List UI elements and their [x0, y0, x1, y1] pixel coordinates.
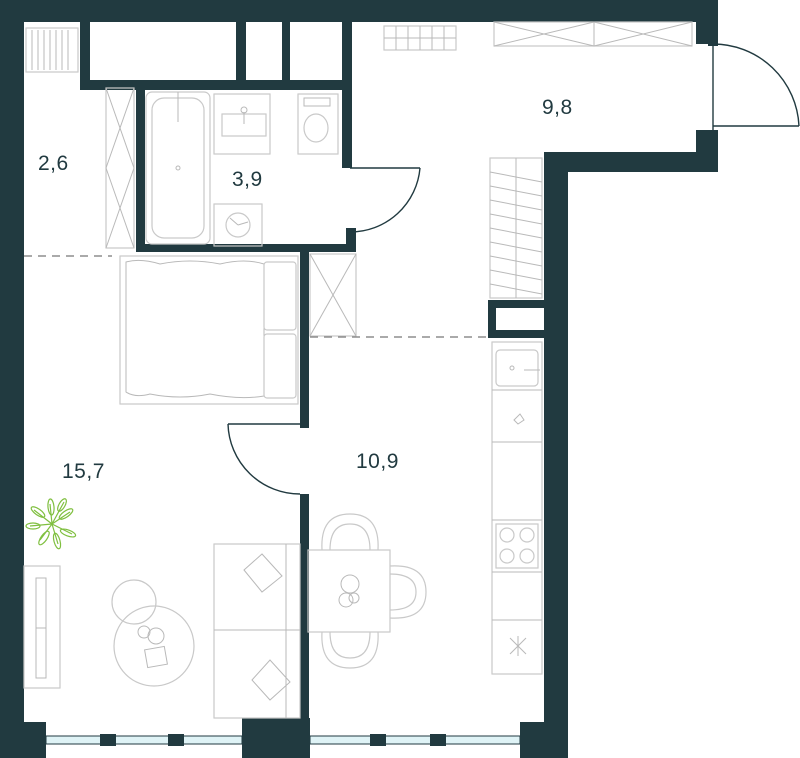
windows: [45, 734, 521, 746]
sofa-icon: [213, 543, 301, 719]
bed-icon: [119, 255, 299, 405]
sink-icon: [213, 93, 271, 155]
dishwasher-icon: [513, 413, 525, 425]
bedroom-door[interactable]: [227, 423, 301, 495]
bathroom-door[interactable]: [349, 167, 421, 233]
dining-chairs-icon: [321, 513, 427, 669]
shoe-rack-icon: [383, 25, 457, 51]
cooktop-icon: [495, 523, 539, 569]
fridge-icon: [509, 636, 527, 656]
tv-stand-icon: [23, 565, 61, 689]
hall-area-label: 9,8: [542, 96, 573, 119]
entrance-door[interactable]: [708, 40, 800, 130]
toilet-icon: [297, 93, 339, 155]
hall-shelf-icon: [489, 157, 543, 299]
dining-table-icon: [307, 549, 391, 633]
bathroom-area-label: 3,9: [232, 168, 263, 191]
radiator-icon: [25, 27, 79, 73]
coffee-table-icon: [111, 579, 195, 687]
storage-area-label: 2,6: [38, 152, 69, 175]
storage-wardrobe-icon: [105, 87, 135, 249]
bathtub-icon: [145, 91, 211, 245]
kitchen-sink-icon: [495, 349, 540, 387]
kitchen-counter-icon: [491, 341, 543, 675]
walls: [0, 0, 718, 758]
kitchen-area-label: 10,9: [356, 450, 399, 473]
bedroom-wardrobe-icon: [309, 253, 357, 337]
plant-icon: [25, 498, 77, 550]
washing-machine-icon: [213, 203, 263, 247]
bedroom-living-area-label: 15,7: [62, 460, 105, 483]
hall-wardrobe-icon: [493, 21, 693, 47]
